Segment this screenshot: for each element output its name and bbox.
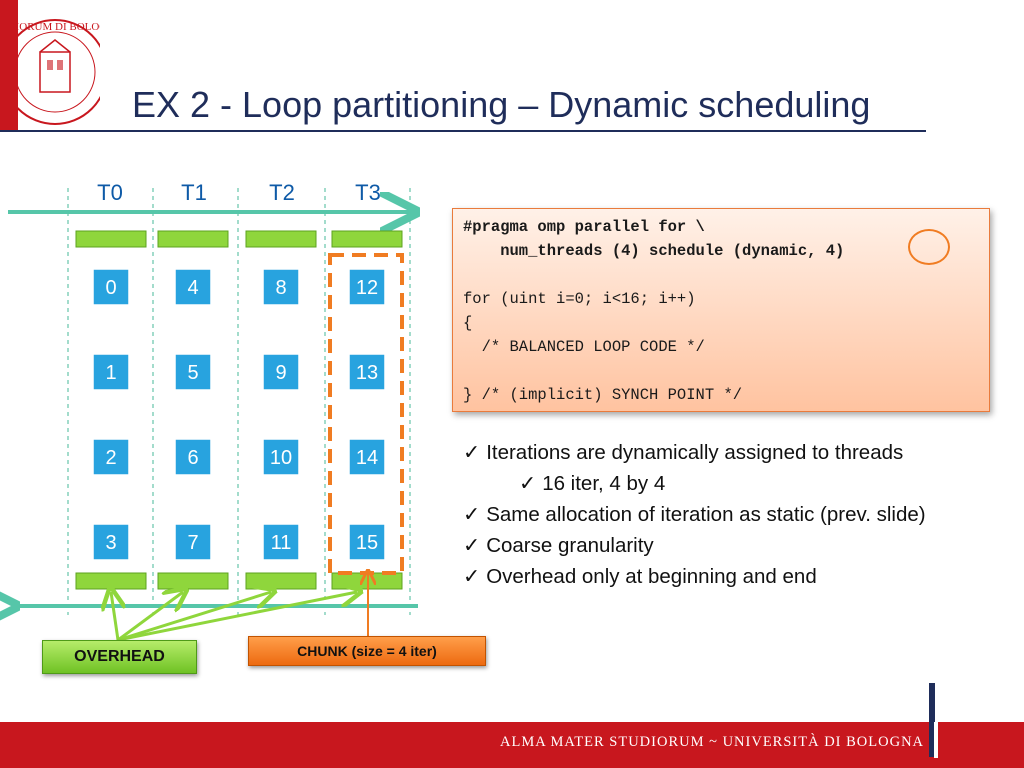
iteration-box: 13 bbox=[348, 353, 386, 391]
code-line: #pragma omp parallel for \ bbox=[463, 218, 705, 236]
code-line: num_threads (4) schedule (dynamic, 4) bbox=[463, 242, 845, 260]
iteration-box-rect bbox=[174, 438, 212, 476]
slide-title: EX 2 - Loop partitioning – Dynamic sched… bbox=[132, 84, 871, 125]
checkmark-icon: ✓ bbox=[463, 534, 481, 557]
code-line: for (uint i=0; i<16; i++) bbox=[463, 290, 696, 308]
iteration-box-rect bbox=[92, 523, 130, 561]
iteration-box-rect bbox=[174, 268, 212, 306]
overhead-label-box: OVERHEAD bbox=[42, 640, 197, 674]
overhead-pointer-arrow bbox=[111, 592, 118, 641]
iteration-box: 8 bbox=[262, 268, 300, 306]
bullet-item: ✓Same allocation of iteration as static … bbox=[463, 499, 1003, 530]
iteration-number: 4 bbox=[187, 277, 198, 299]
iteration-number: 10 bbox=[270, 447, 292, 469]
iteration-box-rect bbox=[348, 438, 386, 476]
iteration-box-rect bbox=[348, 353, 386, 391]
iteration-box: 2 bbox=[92, 438, 130, 476]
end-overhead-bar bbox=[245, 572, 317, 590]
footer-university-name: ALMA MATER STUDIORUM ~ UNIVERSITÀ DI BOL… bbox=[500, 734, 925, 750]
checkmark-icon: ✓ bbox=[519, 472, 537, 495]
bullet-item: ✓ Iterations are dynamically assigned to… bbox=[463, 437, 1003, 468]
iteration-box-rect bbox=[262, 268, 300, 306]
iteration-number: 11 bbox=[271, 532, 292, 554]
iteration-number: 12 bbox=[356, 277, 378, 299]
end-overhead-bar bbox=[157, 572, 229, 590]
iteration-box: 9 bbox=[262, 353, 300, 391]
iteration-number: 13 bbox=[356, 362, 378, 384]
iteration-number: 6 bbox=[187, 447, 198, 469]
footer-divider-mark-accent bbox=[934, 722, 938, 758]
code-block: #pragma omp parallel for \ num_threads (… bbox=[452, 208, 990, 412]
iteration-box-rect bbox=[262, 353, 300, 391]
overhead-label: OVERHEAD bbox=[74, 648, 165, 665]
iteration-number: 3 bbox=[105, 532, 116, 554]
left-accent-bar bbox=[0, 0, 18, 130]
checkmark-icon: ✓ bbox=[463, 503, 481, 526]
iteration-box: 10 bbox=[262, 438, 300, 476]
iteration-number: 9 bbox=[275, 362, 286, 384]
iteration-box: 0 bbox=[92, 268, 130, 306]
iteration-number: 1 bbox=[105, 362, 116, 384]
bullet-item: ✓ 16 iter, 4 by 4 bbox=[463, 468, 1003, 499]
iteration-number: 14 bbox=[356, 447, 378, 469]
iteration-box-rect bbox=[348, 268, 386, 306]
iteration-box-rect bbox=[348, 523, 386, 561]
iteration-box: 3 bbox=[92, 523, 130, 561]
chunk-label-box: CHUNK (size = 4 iter) bbox=[248, 636, 486, 666]
chunk-size-highlight-circle bbox=[908, 229, 950, 265]
bullet-item: ✓ Coarse granularity bbox=[463, 530, 1003, 561]
title-underline bbox=[0, 130, 926, 132]
footer-bar bbox=[0, 722, 1024, 768]
iteration-number: 0 bbox=[105, 277, 116, 299]
code-line: } /* (implicit) SYNCH POINT */ bbox=[463, 386, 743, 404]
overhead-pointer-arrow bbox=[117, 592, 357, 642]
iteration-box-rect bbox=[174, 353, 212, 391]
iteration-box: 15 bbox=[348, 523, 386, 561]
start-overhead-bar bbox=[157, 230, 229, 248]
thread-label-t2: T2 bbox=[269, 180, 295, 205]
end-overhead-bar bbox=[75, 572, 147, 590]
iteration-box: 12 bbox=[348, 268, 386, 306]
code-line bbox=[463, 263, 979, 287]
overhead-pointer-arrow bbox=[117, 592, 271, 642]
footer-divider-mark bbox=[929, 683, 935, 757]
code-line: { bbox=[463, 314, 473, 332]
svg-text:STUDIORUM DI BOLOGNA: STUDIORUM DI BOLOGNA bbox=[10, 21, 100, 33]
iteration-box-rect bbox=[174, 523, 212, 561]
bullet-list: ✓ Iterations are dynamically assigned to… bbox=[463, 437, 1003, 592]
iteration-number: 7 bbox=[187, 532, 198, 554]
code-line bbox=[463, 359, 979, 383]
iteration-number: 5 bbox=[187, 362, 198, 384]
iteration-number: 8 bbox=[275, 277, 286, 299]
start-overhead-bar bbox=[245, 230, 317, 248]
thread-label-t0: T0 bbox=[97, 180, 123, 205]
iteration-number: 2 bbox=[105, 447, 116, 469]
iteration-box: 14 bbox=[348, 438, 386, 476]
iteration-box: 4 bbox=[174, 268, 212, 306]
code-line: /* BALANCED LOOP CODE */ bbox=[463, 338, 705, 356]
start-overhead-bar bbox=[75, 230, 147, 248]
iteration-box: 11 bbox=[262, 523, 300, 561]
checkmark-icon: ✓ bbox=[463, 441, 481, 464]
bullet-item: ✓ Overhead only at beginning and end bbox=[463, 561, 1003, 592]
iteration-box-rect bbox=[262, 523, 300, 561]
iteration-box: 7 bbox=[174, 523, 212, 561]
university-seal-logo: STUDIORUM DI BOLOGNA bbox=[10, 19, 100, 125]
thread-label-t3: T3 bbox=[355, 180, 381, 205]
iteration-box-rect bbox=[92, 268, 130, 306]
checkmark-icon: ✓ bbox=[463, 565, 481, 588]
iteration-box-rect bbox=[92, 353, 130, 391]
start-overhead-bar bbox=[331, 230, 403, 248]
chunk-label: CHUNK (size = 4 iter) bbox=[297, 643, 437, 659]
thread-label-t1: T1 bbox=[181, 180, 207, 205]
iteration-box: 1 bbox=[92, 353, 130, 391]
overhead-pointer-arrow bbox=[117, 592, 183, 642]
iteration-number: 15 bbox=[356, 532, 378, 554]
iteration-box: 6 bbox=[174, 438, 212, 476]
iteration-box-rect bbox=[92, 438, 130, 476]
iteration-box-rect bbox=[262, 438, 300, 476]
iteration-box: 5 bbox=[174, 353, 212, 391]
